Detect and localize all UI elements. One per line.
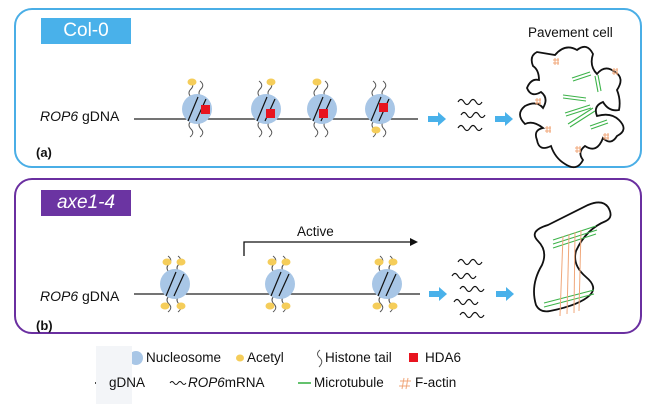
acetyl-mark bbox=[281, 302, 291, 310]
legend-acetyl: Acetyl bbox=[247, 350, 284, 365]
arrow-icon bbox=[496, 287, 514, 301]
acetyl-icon bbox=[236, 354, 244, 362]
legend-f-actin: F-actin bbox=[415, 375, 457, 390]
arrow-icon bbox=[495, 112, 513, 126]
f-actin-icon bbox=[399, 377, 411, 390]
panel-axe1-4 bbox=[14, 178, 642, 334]
mrna-wave bbox=[457, 124, 483, 132]
gene-name: ROP6 bbox=[40, 108, 79, 124]
gene-suffix: gDNA bbox=[78, 288, 120, 304]
nucleosome-icon bbox=[129, 351, 143, 365]
gene-label-a: ROP6 gDNA bbox=[40, 108, 119, 124]
histone-tail bbox=[188, 120, 194, 138]
legend-hda6: HDA6 bbox=[425, 350, 462, 365]
panel-col0 bbox=[14, 8, 642, 168]
histone-tail bbox=[257, 120, 263, 138]
nucleosomes-b bbox=[160, 255, 402, 313]
acetyl-mark bbox=[374, 258, 384, 266]
arrow-icon bbox=[429, 287, 447, 301]
nucleosome bbox=[365, 80, 395, 138]
mrna-wave bbox=[457, 258, 483, 266]
hda6-icon bbox=[409, 353, 418, 362]
acetyl-mark bbox=[312, 78, 322, 86]
acetyl-mark bbox=[176, 302, 186, 310]
hda6-mark bbox=[266, 109, 275, 118]
histone-tail-icon bbox=[317, 349, 323, 368]
active-label: Active bbox=[297, 224, 334, 239]
nucleosome bbox=[160, 255, 190, 313]
nucleosome bbox=[265, 255, 295, 313]
acetyl-mark bbox=[388, 258, 398, 266]
mrna-wave bbox=[453, 298, 479, 306]
legend-gdna: gDNA bbox=[109, 375, 146, 390]
nucleosome bbox=[372, 255, 402, 313]
nucleosomes-a bbox=[182, 78, 395, 138]
hda6-mark bbox=[201, 105, 210, 114]
f-actin-marks bbox=[535, 58, 618, 153]
legend-histone-tail: Histone tail bbox=[325, 350, 392, 365]
genotype-tag-col0: Col-0 bbox=[41, 18, 131, 44]
mrna-suffix: mRNA bbox=[224, 375, 265, 390]
legend-microtubule: Microtubule bbox=[314, 375, 384, 390]
histone-tail bbox=[371, 80, 377, 98]
mrna-wave bbox=[459, 311, 485, 319]
panel-letter-a: (a) bbox=[36, 145, 52, 160]
mrna-group-b bbox=[451, 258, 485, 319]
hda6-mark bbox=[319, 109, 328, 118]
acetyl-mark bbox=[266, 78, 276, 86]
legend-nucleosome: Nucleosome bbox=[146, 350, 222, 365]
panel-letter-b: (b) bbox=[36, 318, 53, 333]
mrna-wave bbox=[451, 272, 477, 280]
mrna-wave bbox=[459, 285, 485, 293]
acetyl-mark bbox=[372, 302, 382, 310]
histone-tail bbox=[166, 295, 172, 313]
acetyl-mark bbox=[176, 258, 186, 266]
nucleosome bbox=[182, 78, 212, 138]
acetyl-mark bbox=[162, 258, 172, 266]
mrna-wave bbox=[457, 98, 483, 106]
mrna-wave bbox=[460, 111, 486, 119]
histone-tail bbox=[271, 295, 277, 313]
histone-tail bbox=[378, 295, 384, 313]
acetyl-mark bbox=[265, 302, 275, 310]
legend-mrna: ROP6 mRNA bbox=[188, 375, 265, 390]
arrow-icon bbox=[428, 112, 446, 126]
gene-name: ROP6 bbox=[40, 288, 79, 304]
gene-suffix: gDNA bbox=[78, 108, 120, 124]
mrna-gene: ROP6 bbox=[188, 375, 225, 390]
nucleosome bbox=[251, 78, 281, 138]
acetyl-mark bbox=[281, 258, 291, 266]
mrna-group-a bbox=[457, 98, 486, 132]
legend-background bbox=[96, 346, 132, 404]
acetyl-mark bbox=[371, 126, 381, 134]
histone-tail bbox=[313, 120, 319, 138]
acetyl-mark bbox=[388, 302, 398, 310]
elongated-cell-shape bbox=[533, 201, 612, 317]
pavement-cell-shape bbox=[519, 45, 625, 169]
histone-tail bbox=[257, 80, 263, 98]
hda6-mark bbox=[379, 103, 388, 112]
genotype-tag-axe1-4: axe1-4 bbox=[41, 190, 131, 216]
gene-label-b: ROP6 gDNA bbox=[40, 288, 119, 304]
transcription-arrow bbox=[243, 238, 418, 256]
mrna-icon bbox=[169, 381, 187, 385]
nucleosome bbox=[307, 78, 337, 138]
acetyl-mark bbox=[267, 258, 277, 266]
pavement-cell-title: Pavement cell bbox=[528, 25, 613, 40]
acetyl-mark bbox=[187, 78, 197, 86]
acetyl-mark bbox=[160, 302, 170, 310]
